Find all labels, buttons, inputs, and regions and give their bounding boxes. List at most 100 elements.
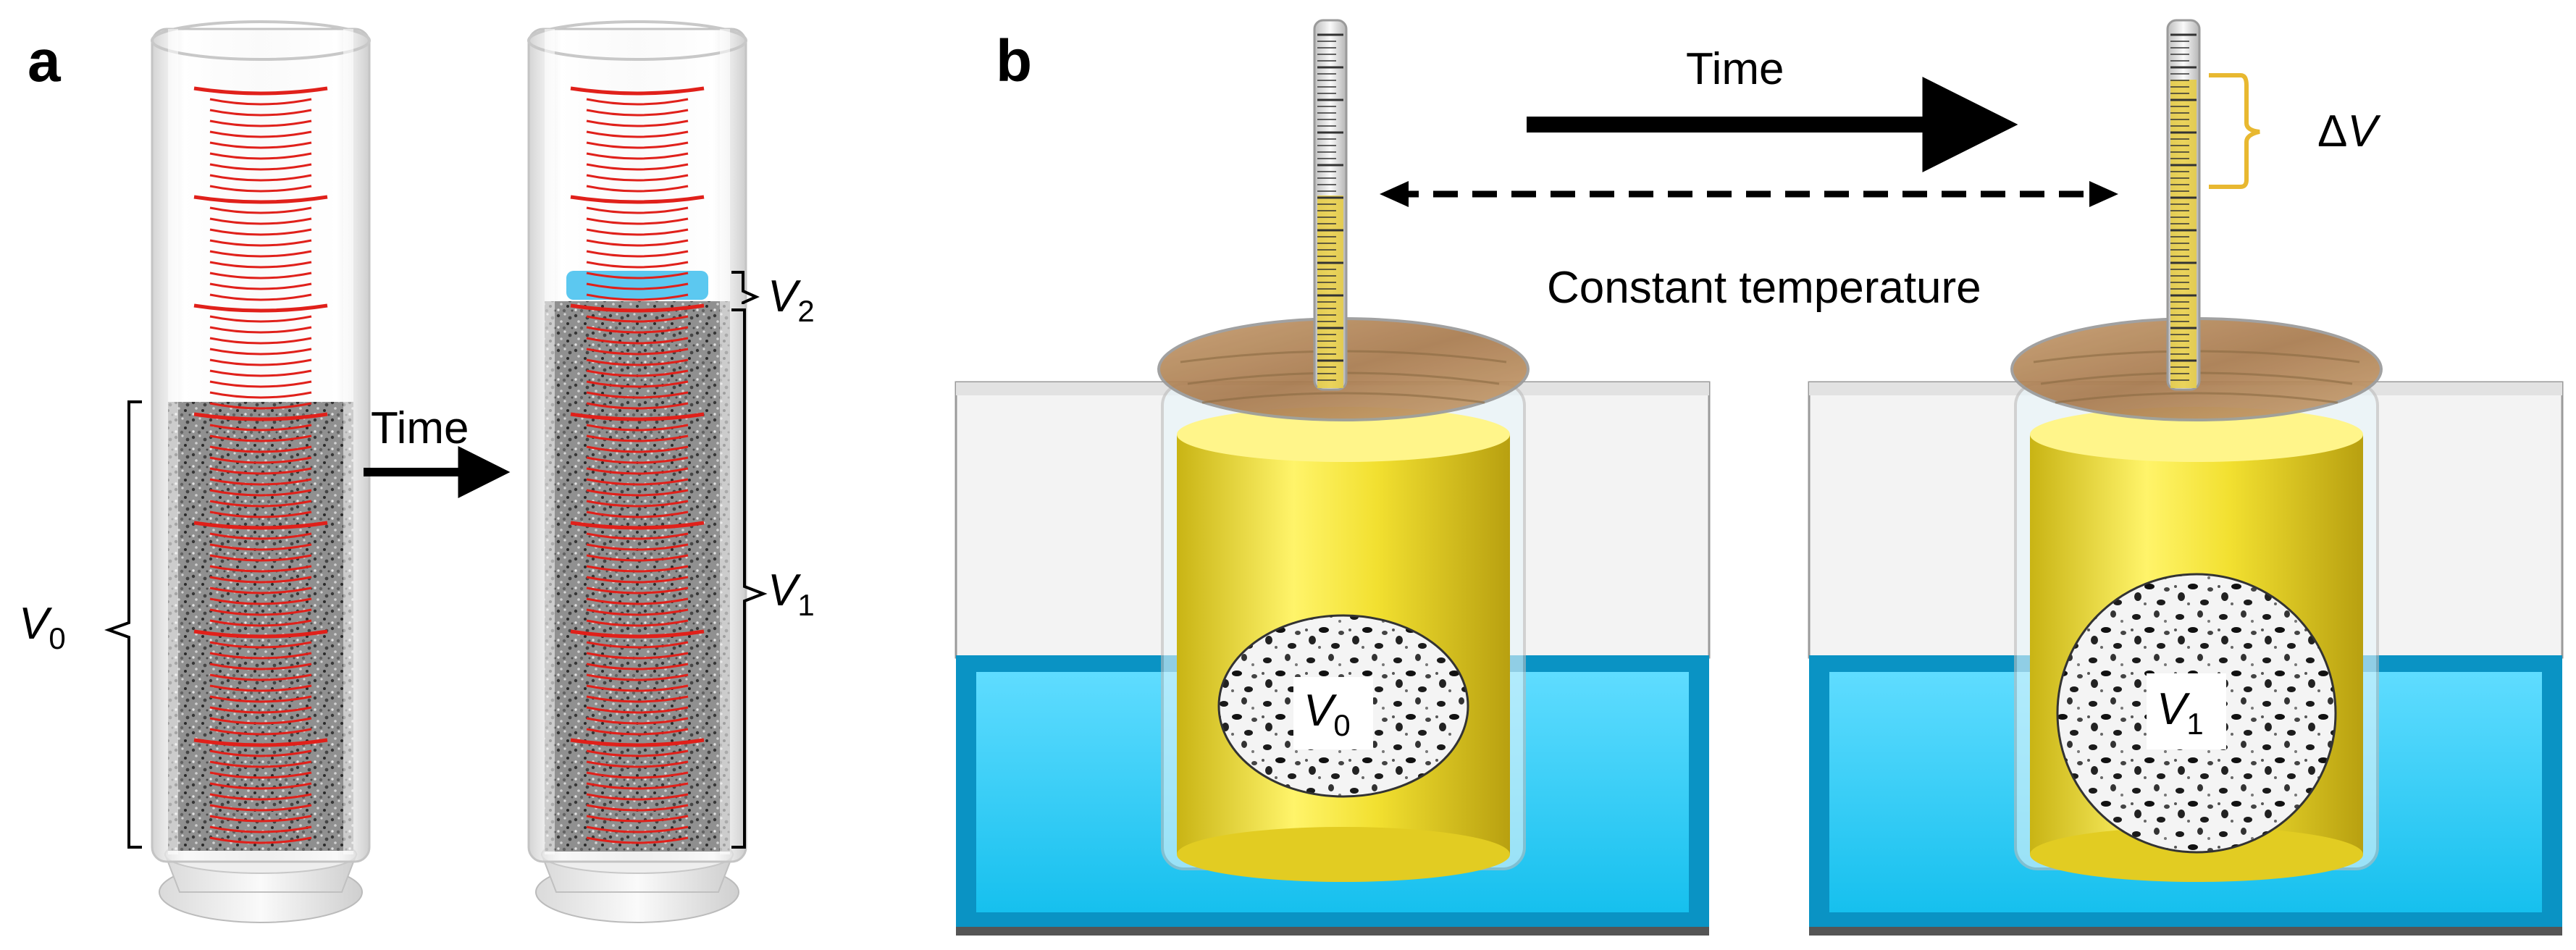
graduation-mark <box>586 663 689 671</box>
graduation-mark <box>209 576 312 584</box>
graduation-mark <box>586 250 689 258</box>
graduation-mark <box>570 738 705 747</box>
graduation-mark <box>586 141 689 149</box>
graduation-mark <box>209 402 312 410</box>
graduation-mark <box>209 619 312 627</box>
graduation-mark <box>586 402 689 410</box>
graduation-mark <box>209 369 312 377</box>
v1-label: V1 <box>768 566 815 622</box>
sample-right-label: V1 <box>2157 684 2204 741</box>
cylinder-right <box>527 20 747 923</box>
graduation-mark <box>586 282 689 290</box>
graduation-mark <box>209 261 312 269</box>
graduation-mark <box>586 478 689 486</box>
graduation-mark <box>209 456 312 464</box>
graduation-mark <box>586 706 689 714</box>
graduation-mark <box>209 250 312 258</box>
v1-brace <box>731 308 768 849</box>
graduation-mark <box>209 695 312 703</box>
graduation-mark <box>193 521 328 530</box>
graduation-mark <box>209 804 312 812</box>
graduation-mark <box>209 500 312 508</box>
graduation-mark <box>586 608 689 616</box>
graduation-mark <box>586 673 689 681</box>
graduation-mark <box>586 489 689 497</box>
graduation-mark <box>586 782 689 790</box>
graduation-mark <box>586 565 689 573</box>
graduation-mark <box>209 554 312 562</box>
graduation-mark <box>209 206 312 214</box>
graduation-mark <box>586 293 689 301</box>
graduation-mark <box>209 109 312 117</box>
graduation-mark <box>209 782 312 790</box>
graduation-mark <box>586 543 689 551</box>
graduation-mark <box>193 195 328 204</box>
graduation-mark <box>209 478 312 486</box>
graduation-mark <box>586 228 689 236</box>
graduation-mark <box>209 217 312 225</box>
graduation-mark <box>209 424 312 432</box>
graduation-mark <box>586 652 689 660</box>
graduation-mark <box>586 391 689 399</box>
graduation-mark <box>193 303 328 313</box>
graduation-mark <box>586 510 689 518</box>
graduation-mark <box>586 619 689 627</box>
graduation-mark <box>586 836 689 844</box>
graduation-mark <box>570 303 705 313</box>
separated-liquid-layer <box>566 271 708 300</box>
graduation-mark <box>586 684 689 692</box>
graduation-mark <box>586 119 689 127</box>
graduation-mark <box>586 369 689 377</box>
panel-b-letter: b <box>996 28 1032 94</box>
graduation-mark <box>586 380 689 388</box>
graduation-mark <box>209 532 312 540</box>
delta-v-label: ΔV <box>2317 106 2381 156</box>
graduation-mark <box>586 576 689 584</box>
graduation-mark <box>209 174 312 182</box>
graduation-mark <box>209 293 312 301</box>
graduation-mark <box>209 272 312 279</box>
graduation-mark <box>209 337 312 345</box>
graduation-mark <box>586 98 689 106</box>
v2-label: V2 <box>768 272 815 328</box>
delta-v-brace <box>2209 73 2260 189</box>
graduation-mark <box>209 315 312 323</box>
graduation-mark <box>209 391 312 399</box>
graduation-mark <box>586 130 689 138</box>
graduation-mark <box>209 98 312 106</box>
graduation-mark <box>586 152 689 160</box>
sample-right-label-box <box>2147 673 2226 749</box>
graduation-mark <box>209 597 312 605</box>
graduation-mark <box>209 771 312 779</box>
graduation-mark <box>209 565 312 573</box>
graduation-marks-right <box>570 86 705 844</box>
graduation-mark <box>209 380 312 388</box>
graduation-mark <box>586 804 689 812</box>
graduation-mark <box>586 749 689 757</box>
graduation-mark <box>586 315 689 323</box>
graduation-mark <box>209 815 312 823</box>
graduation-mark <box>586 532 689 540</box>
panel-a-letter: a <box>28 28 62 94</box>
graduation-mark <box>193 629 328 639</box>
graduation-mark <box>586 760 689 768</box>
graduation-mark <box>209 543 312 551</box>
graduation-mark <box>586 326 689 334</box>
graduation-mark <box>586 445 689 453</box>
time-label-b: Time <box>1686 44 1784 94</box>
graduation-mark <box>586 217 689 225</box>
graduation-mark <box>586 587 689 594</box>
graduation-mark <box>586 424 689 432</box>
graduation-mark <box>586 771 689 779</box>
v0-brace <box>104 400 142 849</box>
graduation-mark <box>586 348 689 356</box>
time-label-a: Time <box>371 403 469 453</box>
graduation-mark <box>586 500 689 508</box>
graduation-mark <box>209 663 312 671</box>
graduation-mark <box>209 130 312 138</box>
graduation-mark <box>209 358 312 366</box>
graduation-mark <box>570 629 705 639</box>
graduation-mark <box>586 206 689 214</box>
graduation-mark <box>586 434 689 442</box>
